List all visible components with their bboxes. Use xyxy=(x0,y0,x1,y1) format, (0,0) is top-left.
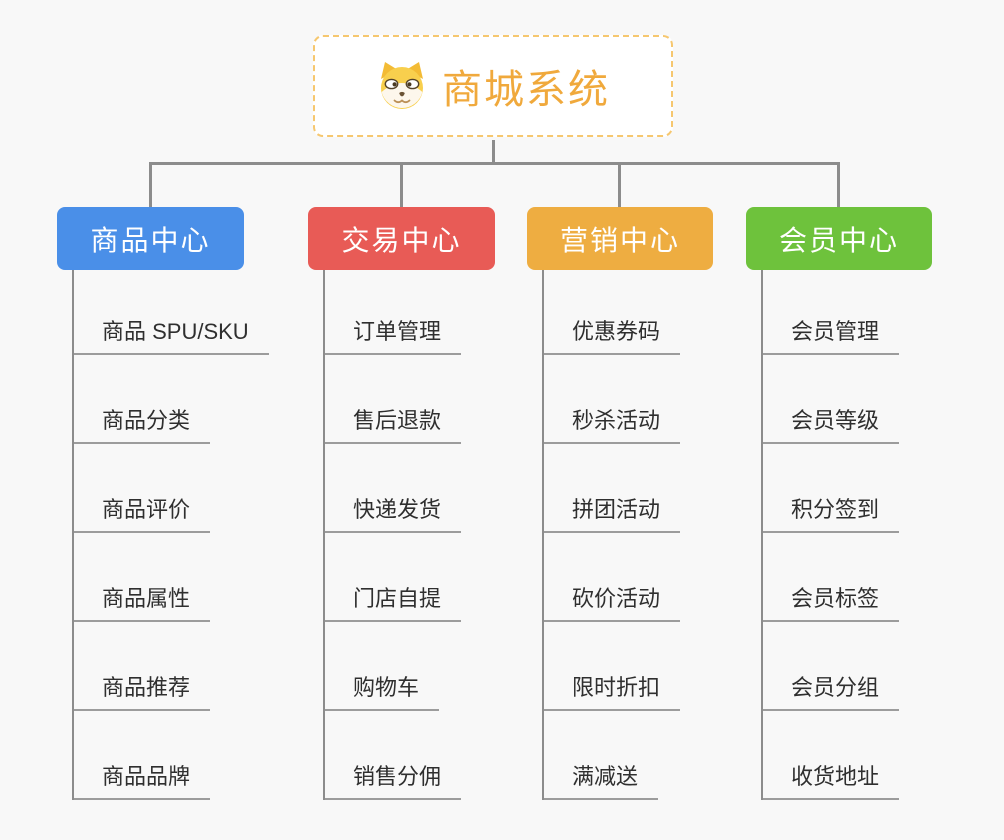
leaf-label: 快递发货 xyxy=(325,492,462,533)
leaf-label: 商品分类 xyxy=(74,403,211,444)
connector-drop-product xyxy=(149,162,152,208)
leaf-node[interactable]: 会员等级 xyxy=(763,355,900,444)
leaf-node[interactable]: 门店自提 xyxy=(325,533,462,622)
leaf-node[interactable]: 会员分组 xyxy=(763,622,900,711)
leaf-label: 拼团活动 xyxy=(544,492,681,533)
leaf-label: 购物车 xyxy=(325,670,440,711)
leaf-node[interactable]: 商品推荐 xyxy=(74,622,269,711)
leaf-label: 会员管理 xyxy=(763,314,900,355)
leaf-label: 满减送 xyxy=(544,759,659,800)
branch-node-marketing-center[interactable]: 营销中心 xyxy=(527,207,713,270)
leaf-node[interactable]: 优惠券码 xyxy=(544,270,681,355)
leaf-label: 商品评价 xyxy=(74,492,211,533)
root-node[interactable]: 商城系统 xyxy=(313,35,673,137)
leaf-node[interactable]: 快递发货 xyxy=(325,444,462,533)
leaf-label: 会员分组 xyxy=(763,670,900,711)
branch-children-product-center: 商品 SPU/SKU 商品分类 商品评价 商品属性 商品推荐 商品品牌 xyxy=(72,270,269,800)
branch-node-trade-center[interactable]: 交易中心 xyxy=(308,207,495,270)
leaf-label: 销售分佣 xyxy=(325,759,462,800)
leaf-node[interactable]: 会员标签 xyxy=(763,533,900,622)
leaf-label: 商品品牌 xyxy=(74,759,211,800)
leaf-node[interactable]: 订单管理 xyxy=(325,270,462,355)
leaf-node[interactable]: 售后退款 xyxy=(325,355,462,444)
leaf-node[interactable]: 商品分类 xyxy=(74,355,269,444)
leaf-node[interactable]: 拼团活动 xyxy=(544,444,681,533)
leaf-label: 会员等级 xyxy=(763,403,900,444)
leaf-node[interactable]: 商品品牌 xyxy=(74,711,269,800)
dog-face-icon xyxy=(376,61,428,111)
branch-label: 会员中心 xyxy=(778,224,899,256)
leaf-label: 砍价活动 xyxy=(544,581,681,622)
leaf-label: 售后退款 xyxy=(325,403,462,444)
connector-root-vertical xyxy=(492,140,495,164)
leaf-node[interactable]: 会员管理 xyxy=(763,270,900,355)
leaf-node[interactable]: 购物车 xyxy=(325,622,461,711)
connector-horizontal-bar xyxy=(149,162,840,165)
branch-label: 交易中心 xyxy=(341,224,462,256)
leaf-label: 商品 SPU/SKU xyxy=(74,314,269,355)
leaf-label: 限时折扣 xyxy=(544,670,681,711)
leaf-node[interactable]: 砍价活动 xyxy=(544,533,681,622)
leaf-label: 秒杀活动 xyxy=(544,403,681,444)
leaf-label: 收货地址 xyxy=(763,759,900,800)
leaf-node[interactable]: 秒杀活动 xyxy=(544,355,681,444)
branch-label: 商品中心 xyxy=(90,224,211,256)
leaf-label: 商品推荐 xyxy=(74,670,211,711)
leaf-node[interactable]: 收货地址 xyxy=(763,711,900,800)
leaf-node[interactable]: 销售分佣 xyxy=(325,711,462,800)
leaf-node[interactable]: 满减送 xyxy=(544,711,680,800)
connector-drop-trade xyxy=(400,162,403,208)
leaf-node[interactable]: 积分签到 xyxy=(763,444,900,533)
leaf-label: 门店自提 xyxy=(325,581,462,622)
branch-label: 营销中心 xyxy=(559,224,680,256)
leaf-node[interactable]: 限时折扣 xyxy=(544,622,681,711)
leaf-node[interactable]: 商品属性 xyxy=(74,533,269,622)
branch-children-marketing-center: 优惠券码 秒杀活动 拼团活动 砍价活动 限时折扣 满减送 xyxy=(542,270,681,800)
branch-children-member-center: 会员管理 会员等级 积分签到 会员标签 会员分组 收货地址 xyxy=(761,270,900,800)
leaf-label: 积分签到 xyxy=(763,492,900,533)
root-title: 商城系统 xyxy=(442,68,610,112)
branch-node-product-center[interactable]: 商品中心 xyxy=(57,207,244,270)
leaf-node[interactable]: 商品 SPU/SKU xyxy=(74,270,269,355)
leaf-label: 商品属性 xyxy=(74,581,211,622)
leaf-label: 会员标签 xyxy=(763,581,900,622)
connector-drop-member xyxy=(837,162,840,208)
leaf-node[interactable]: 商品评价 xyxy=(74,444,269,533)
branch-children-trade-center: 订单管理 售后退款 快递发货 门店自提 购物车 销售分佣 xyxy=(323,270,462,800)
branch-node-member-center[interactable]: 会员中心 xyxy=(746,207,932,270)
leaf-label: 订单管理 xyxy=(325,314,462,355)
leaf-label: 优惠券码 xyxy=(544,314,681,355)
connector-drop-marketing xyxy=(618,162,621,208)
